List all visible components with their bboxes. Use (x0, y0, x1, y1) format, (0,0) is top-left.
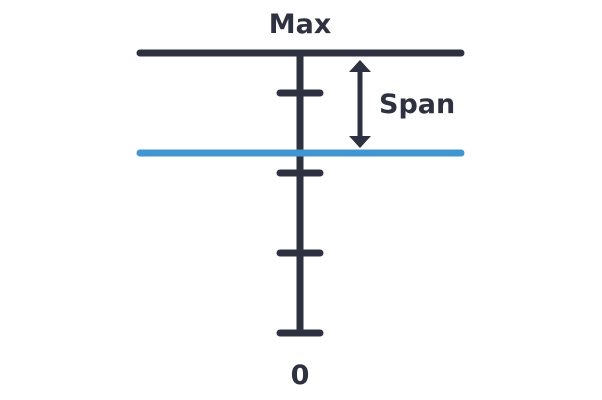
span-arrow-icon (349, 60, 371, 148)
zero-label: 0 (290, 360, 310, 391)
max-label: Max (268, 9, 332, 40)
span-label: Span (379, 89, 456, 120)
